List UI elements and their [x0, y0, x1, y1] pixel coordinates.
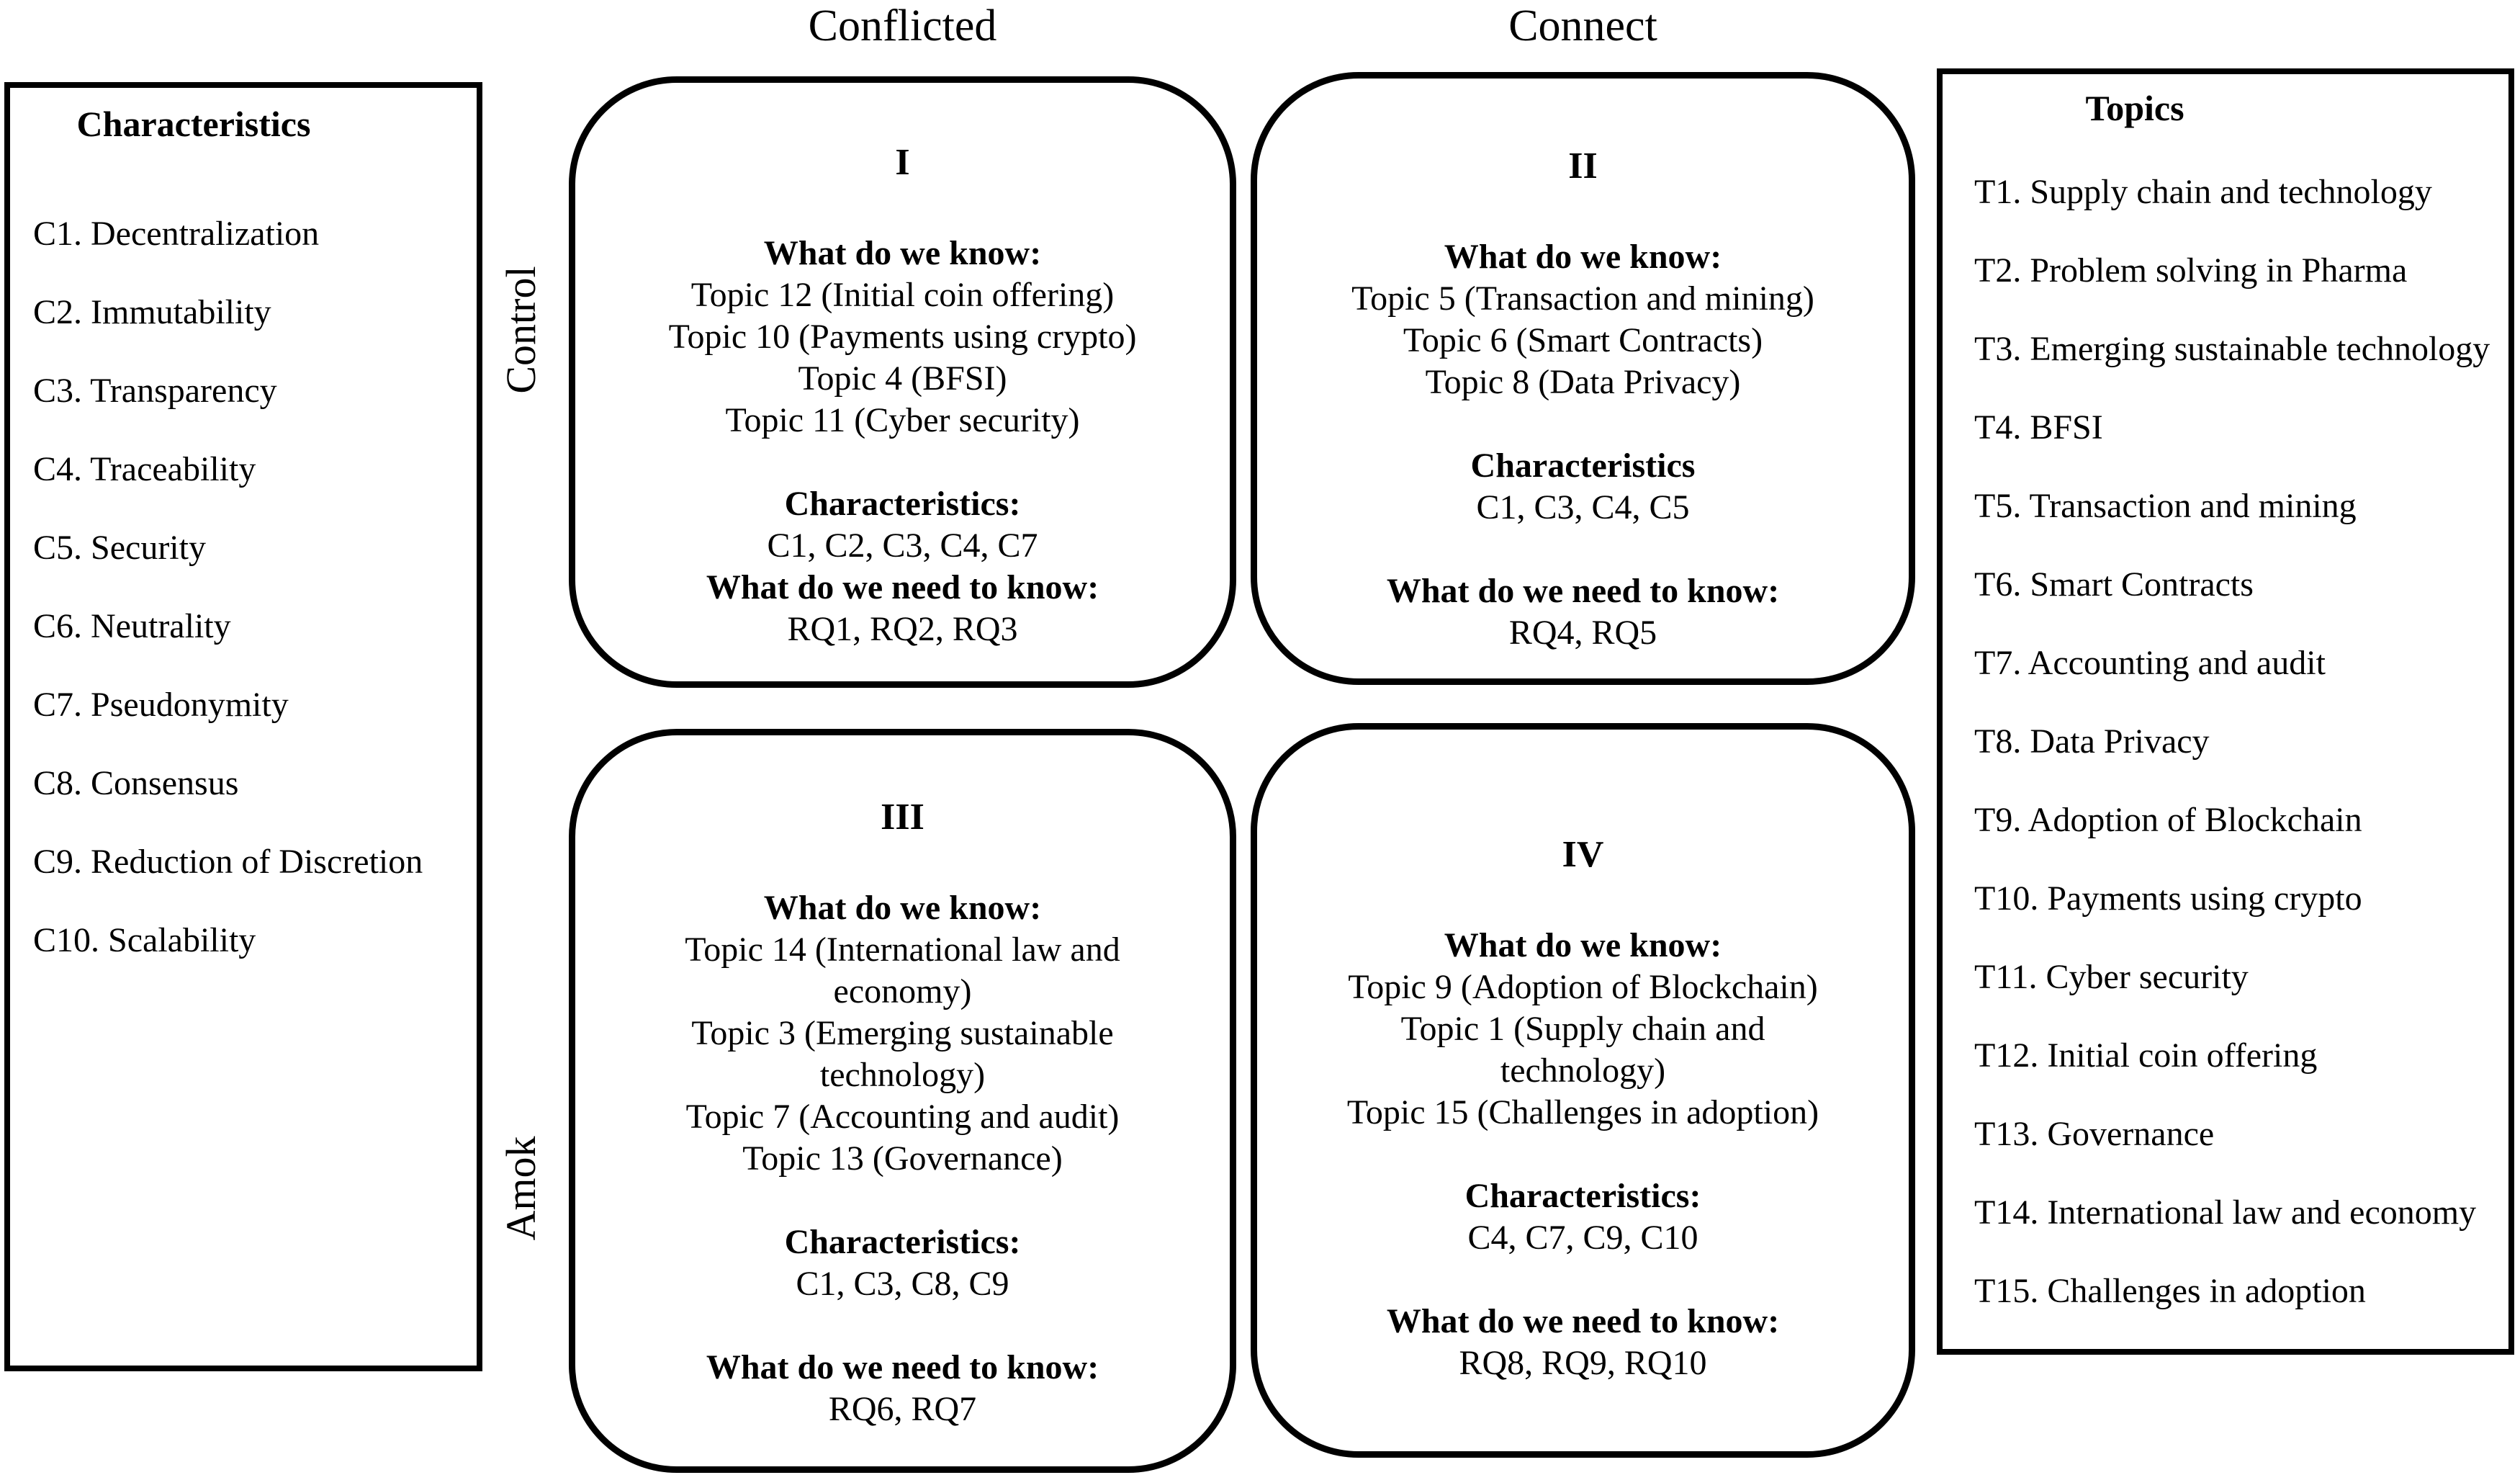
topic-item: T3. Emerging sustainable technology [1974, 330, 2490, 368]
topic-item: T15. Challenges in adoption [1974, 1272, 2366, 1310]
know-item: Topic 15 (Challenges in adoption) [1346, 1093, 1819, 1131]
characteristics-item: C8. Consensus [33, 764, 239, 802]
topic-item: T7. Accounting and audit [1974, 644, 2326, 682]
quadrant-1-characteristics-values: C1, C2, C3, C4, C7 [767, 526, 1038, 565]
topic-item: T8. Data Privacy [1974, 722, 2210, 761]
topic-item: T9. Adoption of Blockchain [1974, 801, 2362, 839]
quadrant-1-need-heading: What do we need to know: [706, 568, 1099, 606]
topic-item: T13. Governance [1974, 1115, 2215, 1153]
quadrant-2-box: II What do we know: Topic 5 (Transaction… [1251, 72, 1915, 685]
quadrant-2-know-heading: What do we know: [1444, 238, 1722, 276]
quadrant-4-numeral: IV [1562, 834, 1604, 875]
characteristics-item: C3. Transparency [33, 372, 277, 410]
quadrant-3-box: III What do we know: Topic 14 (Internati… [569, 729, 1236, 1473]
quadrant-1-need-values: RQ1, RQ2, RQ3 [787, 610, 1018, 648]
characteristics-item: C2. Immutability [33, 293, 271, 331]
know-item: Topic 10 (Payments using crypto) [668, 318, 1137, 356]
characteristics-panel: Characteristics C1. Decentralization C2.… [4, 82, 482, 1371]
quadrant-1-numeral: I [895, 142, 910, 183]
topic-item: T12. Initial coin offering [1974, 1036, 2318, 1075]
quadrant-3-know-heading: What do we know: [763, 889, 1042, 927]
quadrant-4-need-values: RQ8, RQ9, RQ10 [1459, 1344, 1707, 1382]
characteristics-list: C1. Decentralization C2. Immutability C3… [33, 212, 462, 963]
quadrant-3-characteristics-heading: Characteristics: [784, 1223, 1021, 1261]
topic-item: T10. Payments using crypto [1974, 879, 2362, 918]
topics-list: T1. Supply chain and technology T2. Prob… [1974, 170, 2497, 1314]
axis-label-amok: Amok [497, 1136, 544, 1241]
characteristics-item: C1. Decentralization [33, 215, 320, 253]
quadrant-2-need-heading: What do we need to know: [1386, 572, 1780, 610]
quadrant-4-characteristics-heading: Characteristics: [1464, 1177, 1701, 1215]
quadrant-3-numeral: III [881, 797, 924, 838]
know-item: Topic 5 (Transaction and mining) [1351, 279, 1814, 318]
quadrant-4-need-heading: What do we need to know: [1386, 1302, 1780, 1340]
quadrant-1-know-heading: What do we know: [763, 234, 1042, 272]
know-item: Topic 8 (Data Privacy) [1425, 363, 1741, 401]
topic-item: T5. Transaction and mining [1974, 487, 2357, 525]
quadrant-2-need-values: RQ4, RQ5 [1508, 614, 1657, 652]
know-item: Topic 14 (International law and economy) [685, 931, 1120, 1010]
know-item: Topic 4 (BFSI) [798, 359, 1007, 398]
quadrant-1-characteristics-heading: Characteristics: [784, 485, 1021, 523]
know-item: Topic 11 (Cyber security) [725, 401, 1080, 439]
know-item: Topic 6 (Smart Contracts) [1403, 321, 1763, 359]
topic-item: T14. International law and economy [1974, 1193, 2477, 1232]
quadrant-1-box: I What do we know: Topic 12 (Initial coi… [569, 76, 1236, 688]
characteristics-item: C5. Security [33, 529, 206, 567]
quadrant-2-numeral: II [1568, 145, 1598, 187]
characteristics-item: C7. Pseudonymity [33, 686, 289, 724]
characteristics-item: C4. Traceability [33, 450, 256, 488]
quadrant-2-characteristics-heading: Characteristics [1470, 447, 1696, 485]
know-item: Topic 12 (Initial coin offering) [690, 276, 1115, 314]
topics-panel-title: Topics [2085, 88, 2184, 128]
topic-item: T11. Cyber security [1974, 958, 2249, 996]
quadrant-3-need-values: RQ6, RQ7 [828, 1390, 977, 1428]
know-item: Topic 13 (Governance) [742, 1139, 1063, 1178]
characteristics-item: C10. Scalability [33, 921, 256, 959]
know-item: Topic 7 (Accounting and audit) [685, 1098, 1120, 1136]
topic-item: T1. Supply chain and technology [1974, 173, 2432, 211]
know-item: Topic 3 (Emerging sustainable technology… [691, 1014, 1114, 1094]
characteristics-panel-title: Characteristics [76, 104, 311, 144]
quadrant-3-need-heading: What do we need to know: [706, 1348, 1099, 1386]
axis-label-control: Control [497, 266, 544, 394]
characteristics-item: C6. Neutrality [33, 607, 231, 645]
topic-item: T4. BFSI [1974, 408, 2103, 447]
know-item: Topic 9 (Adoption of Blockchain) [1348, 968, 1818, 1006]
quadrant-3-characteristics-values: C1, C3, C8, C9 [796, 1265, 1009, 1303]
axis-label-conflicted: Conflicted [808, 1, 997, 50]
quadrant-4-box: IV What do we know: Topic 9 (Adoption of… [1251, 723, 1915, 1458]
topic-item: T6. Smart Contracts [1974, 565, 2254, 604]
quadrant-2-characteristics-values: C1, C3, C4, C5 [1476, 488, 1690, 526]
know-item: Topic 1 (Supply chain and technology) [1400, 1010, 1765, 1090]
characteristics-item: C9. Reduction of Discretion [33, 843, 423, 881]
quadrant-4-characteristics-values: C4, C7, C9, C10 [1467, 1219, 1698, 1257]
quadrant-4-know-heading: What do we know: [1444, 926, 1722, 964]
topics-panel: Topics T1. Supply chain and technology T… [1937, 68, 2514, 1355]
topic-item: T2. Problem solving in Pharma [1974, 251, 2408, 290]
axis-label-connect: Connect [1508, 1, 1657, 50]
